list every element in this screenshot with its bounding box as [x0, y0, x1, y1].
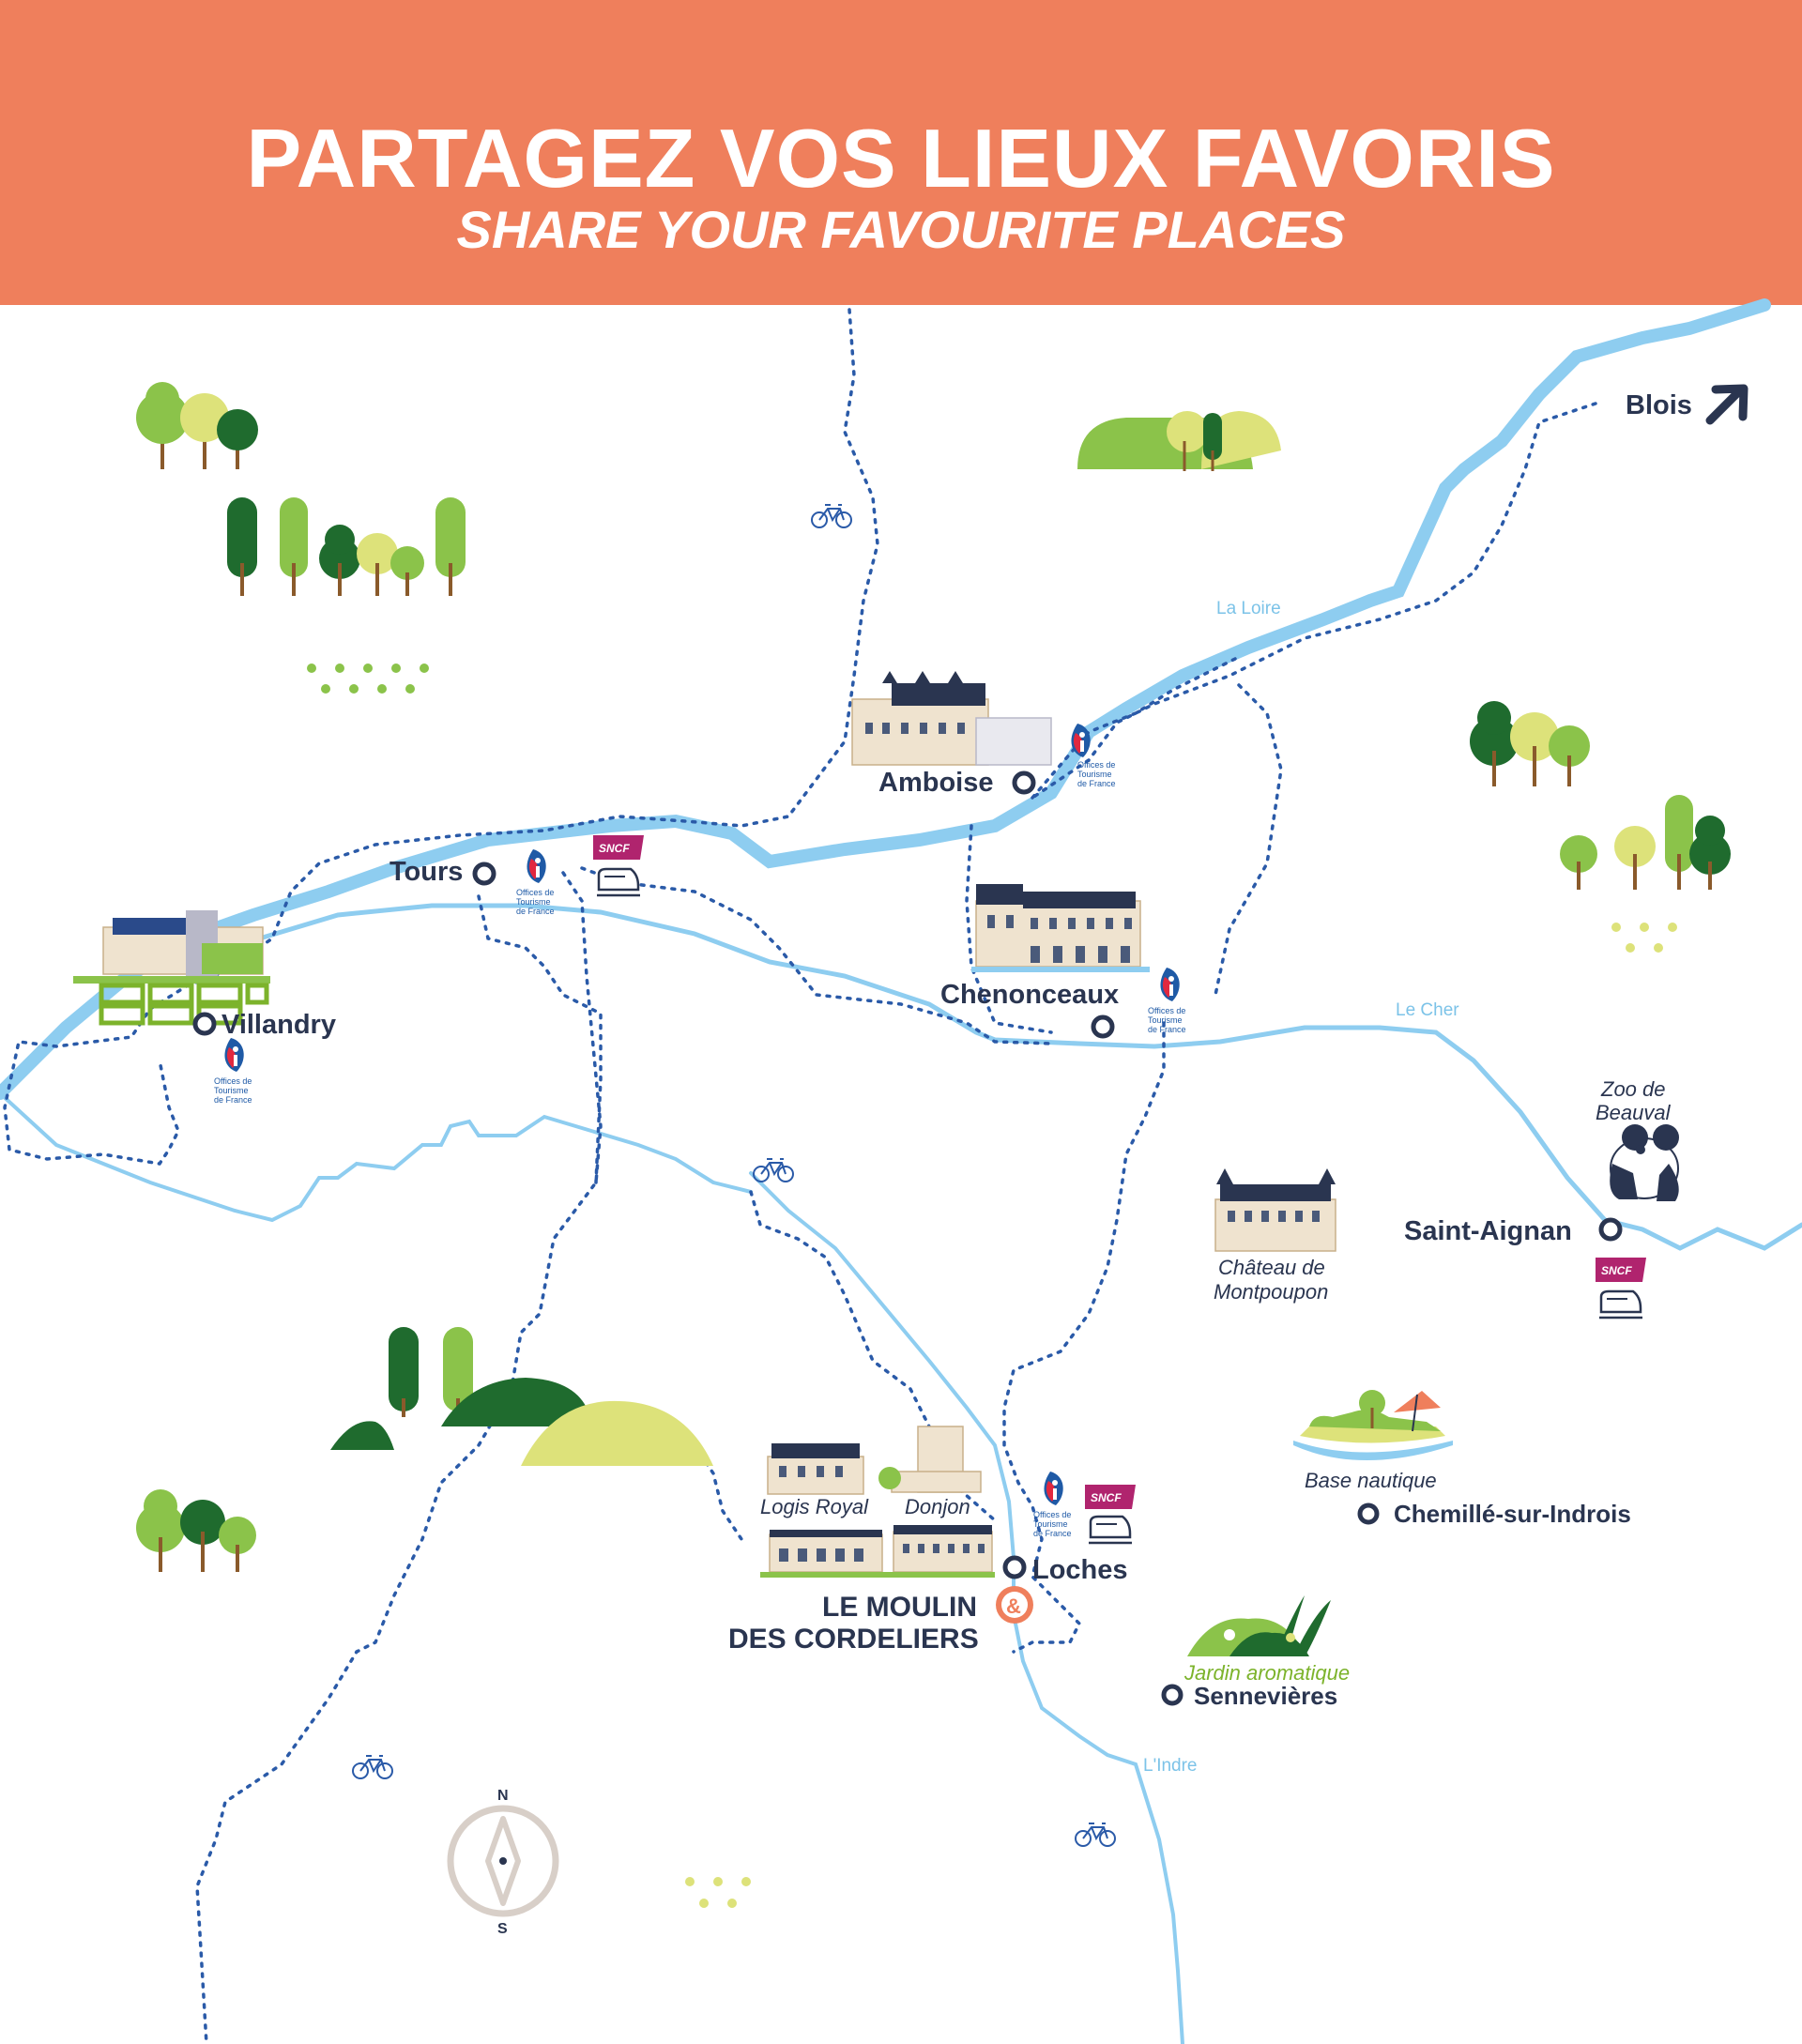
green-dots-left — [307, 664, 429, 694]
offices-tourisme-logo: Offices de Tourisme de France — [1071, 724, 1116, 788]
place-label-logis-royal: Logis Royal — [760, 1495, 869, 1518]
svg-text:de France: de France — [516, 907, 555, 916]
svg-text:de France: de France — [1077, 779, 1116, 788]
tree-cluster-right-mid — [1560, 795, 1731, 890]
svg-text:Tourisme: Tourisme — [516, 897, 551, 907]
bike-icon — [753, 1158, 794, 1182]
svg-text:Tourisme: Tourisme — [1148, 1015, 1183, 1025]
river-label-loire: La Loire — [1216, 599, 1281, 618]
svg-text:Offices de: Offices de — [214, 1076, 252, 1086]
chateau-montpoupon — [1214, 1168, 1336, 1252]
moulin-location-marker: & — [996, 1586, 1033, 1624]
svg-text:Tourisme: Tourisme — [1077, 770, 1112, 779]
town-marker-saint-aignan — [1598, 1217, 1623, 1242]
svg-text:Offices de: Offices de — [516, 888, 554, 897]
river-cher — [166, 903, 1802, 1251]
place-label-donjon: Donjon — [905, 1495, 970, 1518]
place-label-montpoupon-line1: Château de — [1218, 1256, 1325, 1279]
offices-tourisme-logo: Offices de Tourisme de France — [1148, 968, 1186, 1034]
town-label-amboise: Amboise — [878, 768, 993, 798]
town-label-saint-aignan: Saint-Aignan — [1404, 1216, 1572, 1246]
yellow-dots-right — [1611, 923, 1677, 953]
town-label-chemille: Chemillé-sur-Indrois — [1394, 1500, 1631, 1528]
river-south-tributary — [0, 1091, 753, 1223]
town-label-loches: Loches — [1032, 1555, 1128, 1585]
bike-icon — [1075, 1823, 1116, 1847]
panda-icon — [1610, 1124, 1679, 1201]
place-label-base-nautique: Base nautique — [1305, 1469, 1437, 1492]
svg-text:Offices de: Offices de — [1148, 1006, 1185, 1015]
yellow-dots-bottom — [685, 1877, 751, 1908]
town-label-blois: Blois — [1626, 390, 1692, 420]
compass-north-label: N — [497, 1788, 509, 1804]
town-label-tours: Tours — [389, 857, 463, 887]
moulin-label-line2: DES CORDELIERS — [728, 1624, 979, 1655]
town-marker-sennevieres — [1161, 1684, 1184, 1706]
page-title: PARTAGEZ VOS LIEUX FAVORIS — [246, 112, 1556, 205]
loches-buildings-icon — [760, 1525, 995, 1578]
blois-label-group: Blois — [1626, 384, 1749, 425]
offices-tourisme-logo: Offices de Tourisme de France — [1033, 1472, 1072, 1538]
place-label-jardin: Jardin aromatique — [1184, 1661, 1350, 1685]
compass-south-label: S — [497, 1921, 508, 1937]
offices-tourisme-logo: Offices de Tourisme de France — [516, 849, 555, 916]
town-marker-tours — [472, 862, 496, 886]
town-marker-loches — [1002, 1555, 1027, 1579]
sncf-logo: SNCF — [1085, 1485, 1136, 1509]
place-label-montpoupon-line2: Montpoupon — [1214, 1280, 1328, 1304]
train-icon — [595, 867, 642, 897]
page-subtitle: SHARE YOUR FAVOURITE PLACES — [456, 200, 1346, 259]
sncf-logo: SNCF — [1596, 1258, 1646, 1282]
town-marker-chenonceaux — [1091, 1014, 1115, 1039]
town-marker-villandry — [192, 1012, 217, 1036]
town-label-chenonceaux: Chenonceaux — [940, 980, 1119, 1010]
header-banner: PARTAGEZ VOS LIEUX FAVORIS SHARE YOUR FA… — [0, 0, 1802, 305]
place-label-zoo-line2: Beauval — [1596, 1101, 1672, 1124]
base-nautique-icon — [1293, 1390, 1453, 1460]
svg-text:Tourisme: Tourisme — [214, 1086, 249, 1095]
compass-rose-icon: N S — [447, 1788, 559, 1937]
town-marker-amboise — [1012, 770, 1036, 795]
tree-cluster-topleft — [136, 382, 258, 469]
jardin-aromatique-icon — [1187, 1595, 1331, 1656]
bike-icon — [352, 1755, 393, 1779]
moulin-label-line1: LE MOULIN — [822, 1592, 977, 1623]
arrow-up-right-icon — [1705, 384, 1749, 425]
sncf-logo: SNCF — [593, 835, 644, 860]
hill-topcenter — [1077, 411, 1281, 471]
town-label-sennevieres: Sennevières — [1194, 1682, 1337, 1710]
river-label-indre: L'Indre — [1143, 1756, 1198, 1776]
logis-royal-icon — [767, 1443, 864, 1495]
svg-text:de France: de France — [1148, 1025, 1186, 1034]
chateau-chenonceaux — [971, 884, 1150, 972]
place-label-zoo-line1: Zoo de — [1600, 1077, 1666, 1101]
svg-text:&: & — [1006, 1594, 1021, 1618]
svg-text:Offices de: Offices de — [1077, 760, 1115, 770]
hill-lowerleft — [330, 1327, 713, 1466]
town-label-villandry: Villandry — [221, 1010, 336, 1040]
river-label-cher: Le Cher — [1396, 1000, 1459, 1020]
town-marker-chemille — [1357, 1502, 1380, 1525]
tree-cluster-lowerleft — [136, 1489, 256, 1572]
offices-tourisme-logo: Offices de Tourisme de France — [214, 1038, 252, 1105]
svg-text:de France: de France — [214, 1095, 252, 1105]
svg-text:SNCF: SNCF — [599, 842, 630, 855]
train-icon — [1597, 1289, 1644, 1319]
tree-cluster-right-top — [1470, 701, 1590, 786]
svg-text:SNCF: SNCF — [1601, 1264, 1632, 1277]
svg-text:de France: de France — [1033, 1529, 1072, 1538]
chateau-villandry — [73, 910, 270, 1026]
train-icon — [1087, 1515, 1134, 1545]
donjon-icon — [878, 1426, 982, 1493]
river-loire — [0, 298, 1771, 1100]
svg-text:SNCF: SNCF — [1091, 1491, 1122, 1504]
tree-row-left — [227, 497, 466, 596]
svg-text:Offices de: Offices de — [1033, 1510, 1071, 1519]
bike-icon — [811, 504, 852, 528]
chateau-amboise — [851, 671, 1052, 766]
svg-text:Tourisme: Tourisme — [1033, 1519, 1068, 1529]
